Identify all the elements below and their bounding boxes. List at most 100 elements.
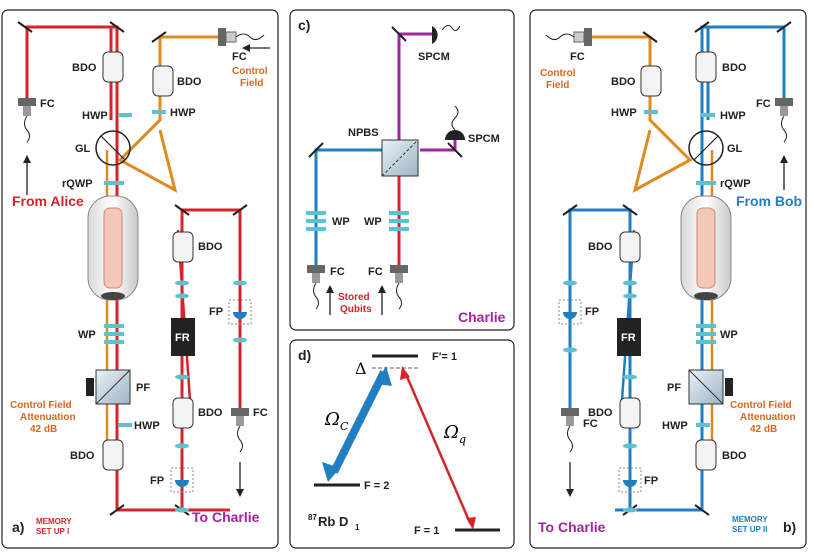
panel-c-arrow-head [326, 285, 334, 293]
label-omega-q-sub: q [459, 433, 466, 446]
panel-c-fiber-left [313, 282, 319, 310]
panel-c-spcm-right [445, 130, 465, 140]
panel-b-fc-right [775, 98, 793, 106]
label-spcm: SPCM [418, 51, 450, 63]
transition-control-head-bottom [322, 462, 340, 482]
panel-b-lens [623, 374, 637, 380]
panel-b-vapor-end [694, 292, 718, 300]
panel-b-gl-prism [688, 130, 724, 166]
panel-b-mirror [694, 504, 710, 516]
label-spcm: SPCM [468, 133, 500, 145]
panel-a-fp-bottom [170, 467, 194, 493]
panel-b-mirror [622, 204, 638, 216]
panel-a-lens [233, 280, 247, 286]
panel-a-fp-right [228, 299, 252, 325]
transition-control [330, 370, 388, 474]
label-hwp: HWP [611, 107, 637, 119]
panel-b-fc-control [584, 28, 592, 46]
panel-b-mirror [694, 21, 710, 33]
panel-a-frame [1, 9, 279, 549]
panel-c-fc-right [390, 265, 408, 273]
panel-b-bdo-bottom [695, 439, 717, 471]
label-gl: GL [727, 143, 743, 155]
label-bdo: BDO [177, 76, 202, 88]
label-gl: GL [75, 143, 91, 155]
panel-b-fc-control-body [573, 31, 585, 43]
panel-b-fp-left [558, 299, 582, 325]
label-f2: F = 2 [364, 480, 389, 492]
label-wp: WP [364, 216, 382, 228]
panel-a-fc-right [231, 408, 249, 416]
panel-a-fiber-control [235, 33, 265, 41]
label-stored-qubits: Stored [338, 292, 370, 303]
panel-b-fp-bottom [618, 467, 642, 493]
label-fp: FP [585, 306, 599, 318]
label-f1: F = 1 [414, 525, 439, 537]
label-fc: FC [570, 51, 585, 63]
panel-b-lens [623, 280, 637, 286]
label-atom: Rb D [318, 514, 348, 529]
label-wp: WP [78, 329, 96, 341]
panel-b-lens [623, 507, 637, 513]
label-fc: FC [756, 98, 771, 110]
panel-b-vapor-core [696, 207, 716, 289]
panel-b-bdo-control [640, 65, 662, 97]
panel-b-arrow-head [566, 489, 574, 497]
panel-c-title: Charlie [458, 309, 506, 325]
panel-c-spcm-top-wire [441, 24, 461, 32]
panel-a-pf-diag [95, 369, 131, 405]
panel-c-blue-beam [314, 148, 382, 265]
label-rqwp: rQWP [720, 178, 751, 190]
panel-c-mirror [391, 26, 407, 42]
panel-a-fc-control-body [225, 31, 237, 43]
label-bdo: BDO [611, 76, 636, 88]
panel-b-fc-left [561, 408, 579, 416]
panel-a-bdo-right-lower [172, 397, 194, 429]
panel-c: c) SPCM SPCM NPBS WP WP FC FC Stored Qub… [298, 17, 506, 325]
label-fp: FP [150, 475, 164, 487]
label-omega-c: Ω [324, 409, 340, 430]
panel-a-fc-right-body [236, 416, 244, 426]
panel-a-fr [171, 318, 195, 356]
label-rqwp: rQWP [62, 178, 93, 190]
panel-a-mirror [109, 21, 125, 33]
panel-b-bdo-left-lower [619, 397, 641, 429]
panel-c-fiber-right [396, 282, 402, 310]
panel-c-mirror [308, 142, 324, 158]
panel-a-bdo-top [102, 51, 124, 83]
label-hwp: HWP [134, 420, 160, 432]
panel-b-bdo-top [695, 51, 717, 83]
panel-a-lens [175, 507, 189, 513]
transition-control-head-top [376, 366, 392, 386]
panel-c-mirror [447, 142, 463, 158]
label-fc: FC [368, 266, 383, 278]
label-fc: FC [40, 98, 55, 110]
panel-a-bdo-bottom [102, 439, 124, 471]
panel-a-arrow-head [236, 489, 244, 497]
panel-c-fc-left [307, 265, 325, 273]
label-control-field: Control [540, 68, 576, 79]
panel-a-bdo-control [152, 65, 174, 97]
panel-a-lens [175, 280, 189, 286]
panel-a-gl-diag [100, 135, 126, 161]
panel-b-fc-left-body [566, 416, 574, 426]
panel-c-spcm-top [432, 26, 438, 44]
label-fp: FP [209, 306, 223, 318]
panel-a-mirror [17, 21, 33, 33]
panel-a-caption: SET UP I [36, 527, 69, 536]
panel-b-fiber-left [567, 425, 573, 453]
panel-b-arrow-head [780, 155, 788, 163]
label-fc: FC [232, 51, 247, 63]
transition-signal-head-top [400, 366, 410, 380]
label-npbs: NPBS [348, 127, 379, 139]
panel-c-spcm-right-wire [451, 105, 459, 131]
panel-a-fiber-left [24, 115, 30, 143]
panel-b-lens [623, 443, 637, 449]
panel-a-arrow-head [242, 44, 250, 52]
label-bdo: BDO [198, 407, 223, 419]
panel-a-lens [233, 337, 247, 343]
panel-b-fr [617, 318, 641, 356]
label-hwp: HWP [662, 420, 688, 432]
label-fc: FC [253, 407, 268, 419]
panel-b-fp-left-lens [563, 312, 577, 319]
